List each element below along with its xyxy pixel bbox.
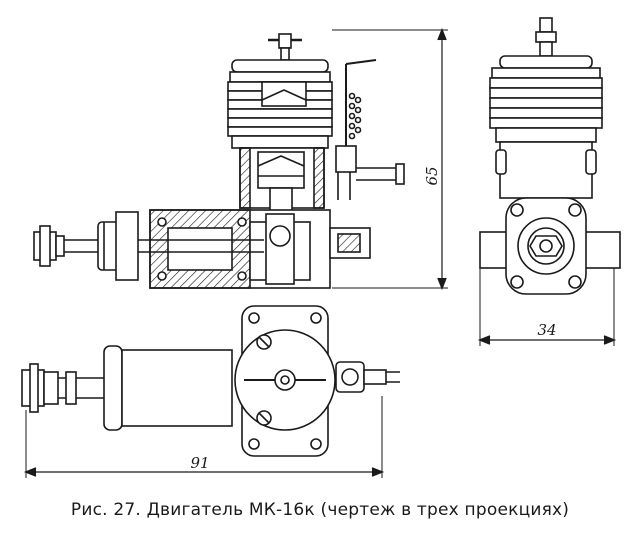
top-view: 91 <box>21 305 400 478</box>
crankcase <box>149 209 371 289</box>
front-compression-screw <box>535 17 557 57</box>
compression-screw <box>268 33 302 61</box>
height-dimension-label: 65 <box>423 166 441 185</box>
front-mount <box>479 197 621 295</box>
fuel-intake <box>335 59 405 200</box>
front-view: 34 <box>477 17 621 346</box>
top-crankshaft <box>21 345 233 431</box>
cylinder-head <box>227 59 333 149</box>
engine-drawing: 65 <box>21 17 621 478</box>
crankshaft <box>33 211 264 281</box>
figure-caption: Рис. 27. Двигатель МК-16к (чертеж в трех… <box>70 500 570 520</box>
side-view: 65 <box>33 27 448 291</box>
height-dimension <box>332 27 448 291</box>
length-dimension <box>23 396 385 478</box>
top-mount-plate <box>234 305 400 457</box>
width-dimension <box>477 268 617 346</box>
length-dimension-label: 91 <box>190 454 209 472</box>
front-cylinder-fins <box>489 55 603 199</box>
width-dimension-label: 34 <box>537 321 556 339</box>
